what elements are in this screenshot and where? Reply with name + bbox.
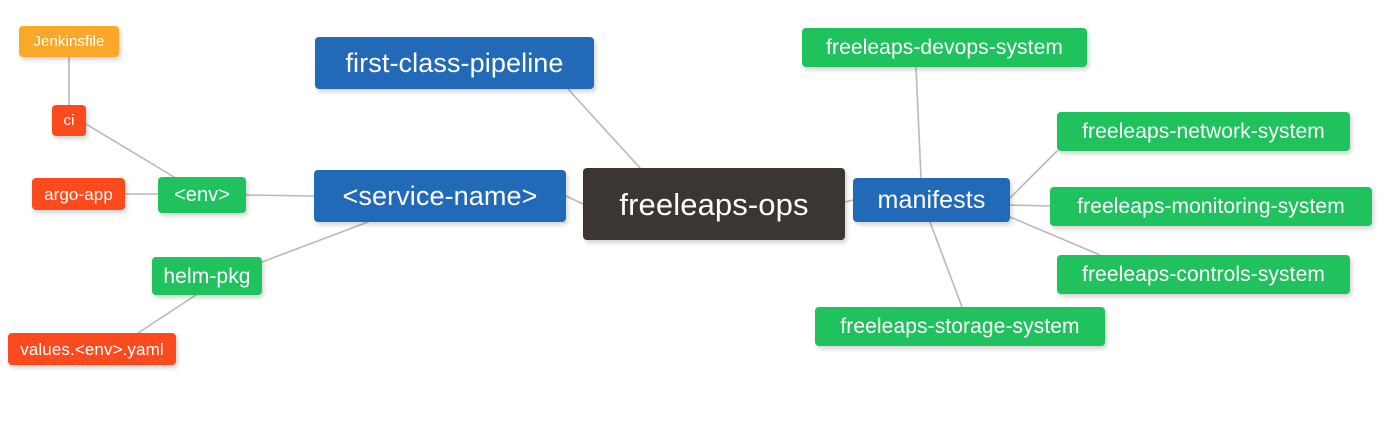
- edge-manifests-to-freeleaps-monitoring-system: [1009, 204, 1051, 207]
- edge-manifests-to-freeleaps-devops-system: [915, 66, 922, 179]
- edge-freeleaps-ops-to-manifests: [844, 199, 854, 203]
- node-label-first-class-pipeline: first-class-pipeline: [345, 47, 564, 78]
- node-freeleaps-controls-system[interactable]: freeleaps-controls-system: [1057, 255, 1350, 294]
- node-values-env-yaml[interactable]: values.<env>.yaml: [8, 333, 176, 365]
- node-freeleaps-storage-system[interactable]: freeleaps-storage-system: [815, 307, 1105, 346]
- node-label-freeleaps-devops-system: freeleaps-devops-system: [826, 36, 1063, 59]
- node-freeleaps-ops[interactable]: freeleaps-ops: [583, 168, 845, 240]
- node-first-class-pipeline[interactable]: first-class-pipeline: [315, 37, 594, 89]
- edge-env-to-ci: [85, 123, 175, 178]
- node-label-freeleaps-network-system: freeleaps-network-system: [1082, 120, 1325, 143]
- node-freeleaps-monitoring-system[interactable]: freeleaps-monitoring-system: [1050, 187, 1372, 226]
- edge-helm-pkg-to-values-env-yaml: [137, 294, 197, 334]
- node-label-freeleaps-controls-system: freeleaps-controls-system: [1082, 263, 1325, 286]
- node-label-freeleaps-ops: freeleaps-ops: [619, 186, 809, 222]
- node-ci[interactable]: ci: [52, 105, 86, 136]
- node-label-argo-app: argo-app: [44, 184, 113, 204]
- node-env[interactable]: <env>: [158, 177, 246, 213]
- node-helm-pkg[interactable]: helm-pkg: [152, 257, 262, 295]
- node-label-freeleaps-storage-system: freeleaps-storage-system: [840, 315, 1080, 338]
- node-label-freeleaps-monitoring-system: freeleaps-monitoring-system: [1077, 195, 1345, 218]
- edge-manifests-to-freeleaps-storage-system: [929, 221, 963, 308]
- edge-service-name-to-env: [245, 194, 315, 197]
- node-label-jenkinsfile: Jenkinsfile: [33, 33, 105, 50]
- node-argo-app[interactable]: argo-app: [32, 178, 125, 210]
- node-label-ci: ci: [63, 112, 75, 129]
- node-jenkinsfile[interactable]: Jenkinsfile: [19, 26, 119, 57]
- node-label-service-name: <service-name>: [342, 180, 538, 211]
- node-label-env: <env>: [173, 184, 231, 206]
- node-label-values-env-yaml: values.<env>.yaml: [20, 339, 164, 359]
- edge-manifests-to-freeleaps-network-system: [1009, 150, 1058, 199]
- node-label-manifests: manifests: [877, 185, 986, 214]
- node-freeleaps-network-system[interactable]: freeleaps-network-system: [1057, 112, 1350, 151]
- edge-manifests-to-freeleaps-controls-system: [1009, 216, 1101, 256]
- node-label-helm-pkg: helm-pkg: [163, 264, 251, 288]
- node-manifests[interactable]: manifests: [853, 178, 1010, 222]
- node-service-name[interactable]: <service-name>: [314, 170, 566, 222]
- edge-service-name-to-helm-pkg: [261, 221, 369, 263]
- node-freeleaps-devops-system[interactable]: freeleaps-devops-system: [802, 28, 1087, 67]
- edge-freeleaps-ops-to-service-name: [565, 195, 584, 205]
- edge-freeleaps-ops-to-first-class-pipeline: [567, 88, 641, 169]
